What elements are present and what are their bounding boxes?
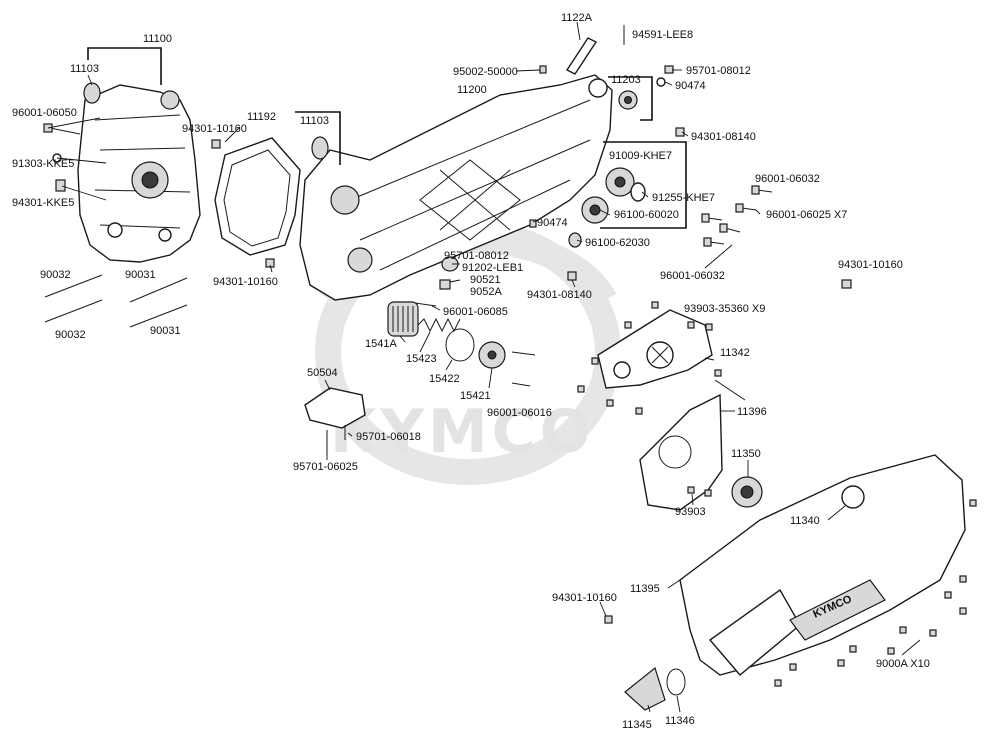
label-11396: 11396 — [737, 406, 767, 418]
label-95701-08012-b: 95701-08012 — [444, 250, 509, 262]
label-11340: 11340 — [790, 515, 820, 527]
label-15421: 15421 — [460, 390, 491, 402]
label-91009-KHE7: 91009-KHE7 — [609, 150, 672, 162]
label-9052A: 9052A — [470, 286, 502, 298]
label-11350: 11350 — [731, 448, 761, 460]
label-91202-LEB1: 91202-LEB1 — [462, 262, 523, 274]
cover-bolts-96001 — [701, 185, 773, 247]
part-labels: 11100 11103 96001-06050 91303-KKE5 94301… — [12, 12, 930, 731]
label-11395: 11395 — [630, 583, 660, 595]
bushing-11103-left — [83, 82, 101, 104]
watermark-text: KYMCO — [330, 397, 595, 467]
label-1541A: 1541A — [365, 338, 397, 350]
label-95701-06018: 95701-06018 — [356, 431, 421, 443]
label-91255-KHE7: 91255-KHE7 — [652, 192, 715, 204]
label-96001-06085: 96001-06085 — [443, 306, 508, 318]
label-94301-10160-c: 94301-10160 — [838, 259, 903, 271]
dowel-94301-10160-a — [211, 139, 221, 149]
label-91303-KKE5: 91303-KKE5 — [12, 158, 74, 170]
label-96001-06050: 96001-06050 — [12, 107, 77, 119]
left-crankcase — [77, 84, 201, 263]
label-94301-10160-b: 94301-10160 — [213, 276, 278, 288]
gasket-11396 — [639, 393, 723, 511]
label-11346: 11346 — [665, 715, 695, 727]
label-90474-b: 90474 — [537, 217, 568, 229]
label-95701-08012-a: 95701-08012 — [686, 65, 751, 77]
label-96001-06025-x7: 96001-06025 X7 — [766, 209, 847, 221]
spring-15423 — [417, 317, 461, 333]
label-90521: 90521 — [470, 274, 501, 286]
screws — [577, 301, 977, 687]
label-11345: 11345 — [622, 719, 652, 731]
label-90031-bottom: 90031 — [150, 325, 181, 337]
cap-11350 — [731, 476, 763, 508]
o-ring-15422 — [445, 328, 475, 362]
label-93903: 93903 — [675, 506, 706, 518]
label-94301-08140-b: 94301-08140 — [527, 289, 592, 301]
label-15423: 15423 — [406, 353, 437, 365]
label-50504: 50504 — [307, 367, 338, 379]
pin-95002-50000 — [539, 65, 547, 74]
label-94301-10160-a: 94301-10160 — [182, 123, 247, 135]
label-9000A-x10: 9000A X10 — [876, 658, 930, 670]
label-11192: 11192 — [247, 111, 276, 123]
label-94591-LEE8: 94591-LEE8 — [632, 29, 693, 41]
right-crankcase — [299, 74, 613, 301]
label-1122A: 1122A — [561, 12, 593, 24]
cover-11340 — [841, 485, 865, 509]
label-90474-a: 90474 — [675, 80, 706, 92]
label-94301-08140-a: 94301-08140 — [691, 131, 756, 143]
duct-11345 — [624, 666, 666, 711]
gasket-11192 — [214, 137, 301, 256]
label-96100-60020: 96100-60020 — [614, 209, 679, 221]
label-11103-left: 11103 — [70, 63, 99, 75]
label-11103-right: 11103 — [300, 115, 329, 127]
label-11342: 11342 — [720, 347, 750, 359]
dowel-94301-10160-b — [265, 258, 275, 268]
label-96001-06016: 96001-06016 — [487, 407, 552, 419]
leaders — [47, 21, 921, 713]
bracket-50504 — [304, 387, 366, 429]
label-93903-35360-x9: 93903-35360 X9 — [684, 303, 765, 315]
studs — [44, 274, 188, 328]
label-94301-KKE5: 94301-KKE5 — [12, 197, 74, 209]
label-11203: 11203 — [611, 74, 641, 86]
kick-pin-1122A — [565, 37, 598, 75]
label-90032-top: 90032 — [40, 269, 71, 281]
label-96100-62030: 96100-62030 — [585, 237, 650, 249]
label-11100: 11100 — [143, 33, 172, 45]
bushing-11103-right — [311, 136, 329, 160]
label-90031-top: 90031 — [125, 269, 156, 281]
label-11200: 11200 — [457, 84, 487, 96]
label-95701-06025: 95701-06025 — [293, 461, 358, 473]
label-94301-10160-d: 94301-10160 — [552, 592, 617, 604]
label-96001-06032-a: 96001-06032 — [755, 173, 820, 185]
label-96001-06032-b: 96001-06032 — [660, 270, 725, 282]
label-15422: 15422 — [429, 373, 460, 385]
label-90032-bottom: 90032 — [55, 329, 86, 341]
label-95002-50000: 95002-50000 — [453, 66, 518, 78]
